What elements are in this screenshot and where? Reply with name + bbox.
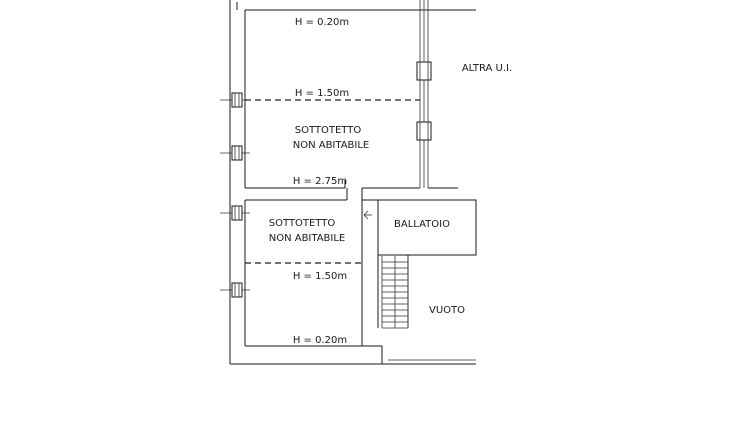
lower-room-name-line2: NON ABITABILE (269, 233, 346, 244)
window-symbol (220, 145, 250, 161)
upper-room-height-top: H = 0.20m (295, 17, 349, 28)
window-symbol (220, 205, 250, 221)
staircase (381, 256, 409, 329)
upper-room-height-bottom: H = 2.75m (293, 176, 347, 187)
lower-room-name-line1: SOTTOTETTO (269, 218, 336, 229)
other-unit-label: ALTRA U.I. (462, 63, 512, 74)
lower-room-height-bottom: H = 0.20m (293, 335, 347, 346)
void-label: VUOTO (429, 305, 465, 316)
left-windows (220, 92, 250, 298)
outer-left-wall (229, 0, 476, 365)
lower-room-height-mid: H = 1.50m (293, 271, 347, 282)
window-symbol (220, 282, 250, 298)
window-symbol (416, 61, 432, 81)
window-symbol (416, 121, 432, 141)
upper-room-height-mid: H = 1.50m (295, 88, 349, 99)
partition-wall-right (416, 0, 458, 189)
lower-room (245, 188, 383, 364)
window-symbol (220, 92, 250, 108)
balcony-label: BALLATOIO (394, 219, 450, 230)
upper-room-name-line1: SOTTOTETTO (295, 125, 362, 136)
upper-room (236, 2, 476, 189)
upper-room-name-line2: NON ABITABILE (293, 140, 370, 151)
